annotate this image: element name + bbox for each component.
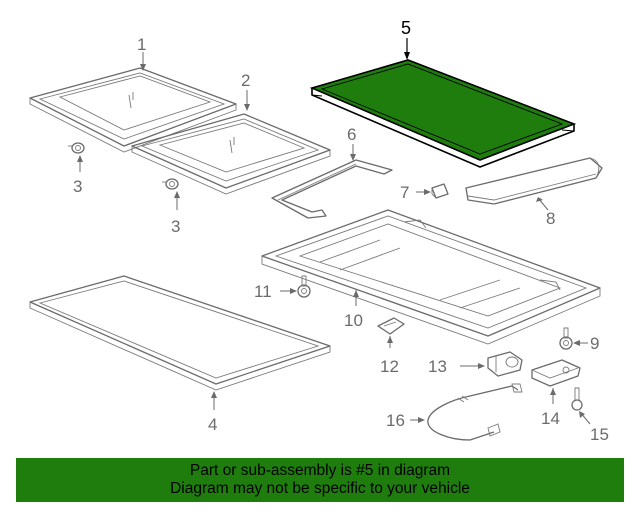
part-6-deflector-rail[interactable] — [271, 159, 393, 219]
callout-6: 6 — [347, 125, 356, 144]
callout-8: 8 — [546, 209, 555, 228]
part-10-sunroof-frame[interactable] — [261, 209, 601, 345]
part-7-bracket[interactable] — [431, 183, 449, 199]
part-1-front-glass[interactable] — [29, 67, 237, 153]
part-5-sunroof-seal[interactable] — [309, 59, 577, 168]
callout-3a: 3 — [73, 177, 82, 196]
part-12-clip[interactable] — [377, 317, 405, 335]
callout-10: 10 — [344, 311, 363, 330]
callout-3b: 3 — [171, 217, 180, 236]
part-3-fastener-b[interactable] — [162, 178, 179, 190]
callout-13: 13 — [428, 357, 447, 376]
notice-line-1: Part or sub-assembly is #5 in diagram — [189, 462, 451, 479]
callout-5: 5 — [401, 18, 411, 38]
callout-12: 12 — [380, 357, 399, 376]
part-4-outer-seal[interactable] — [29, 275, 331, 391]
callout-7: 7 — [400, 183, 409, 202]
part-3-fastener-a[interactable] — [68, 142, 85, 154]
part-14-control-module[interactable] — [531, 359, 581, 387]
callout-15: 15 — [590, 425, 609, 444]
callout-16: 16 — [386, 411, 405, 430]
notice-line-2: Diagram may not be specific to your vehi… — [170, 480, 470, 497]
part-13-motor[interactable] — [487, 351, 523, 377]
part-15-screw[interactable] — [571, 387, 583, 411]
callout-9: 9 — [590, 334, 599, 353]
callout-2: 2 — [241, 71, 250, 90]
part-16-wire-harness[interactable] — [427, 383, 523, 441]
callout-11: 11 — [254, 282, 272, 301]
part-2-rear-glass[interactable] — [131, 113, 331, 195]
callout-4: 4 — [208, 415, 217, 434]
callout-14: 14 — [541, 409, 560, 428]
part-notice-banner: Part or sub-assembly is #5 in diagram Di… — [16, 458, 624, 502]
callout-1: 1 — [137, 35, 146, 54]
part-9-bolt[interactable] — [559, 327, 573, 350]
part-11-bolt[interactable] — [297, 275, 311, 298]
part-8-sunshade[interactable] — [465, 157, 603, 205]
